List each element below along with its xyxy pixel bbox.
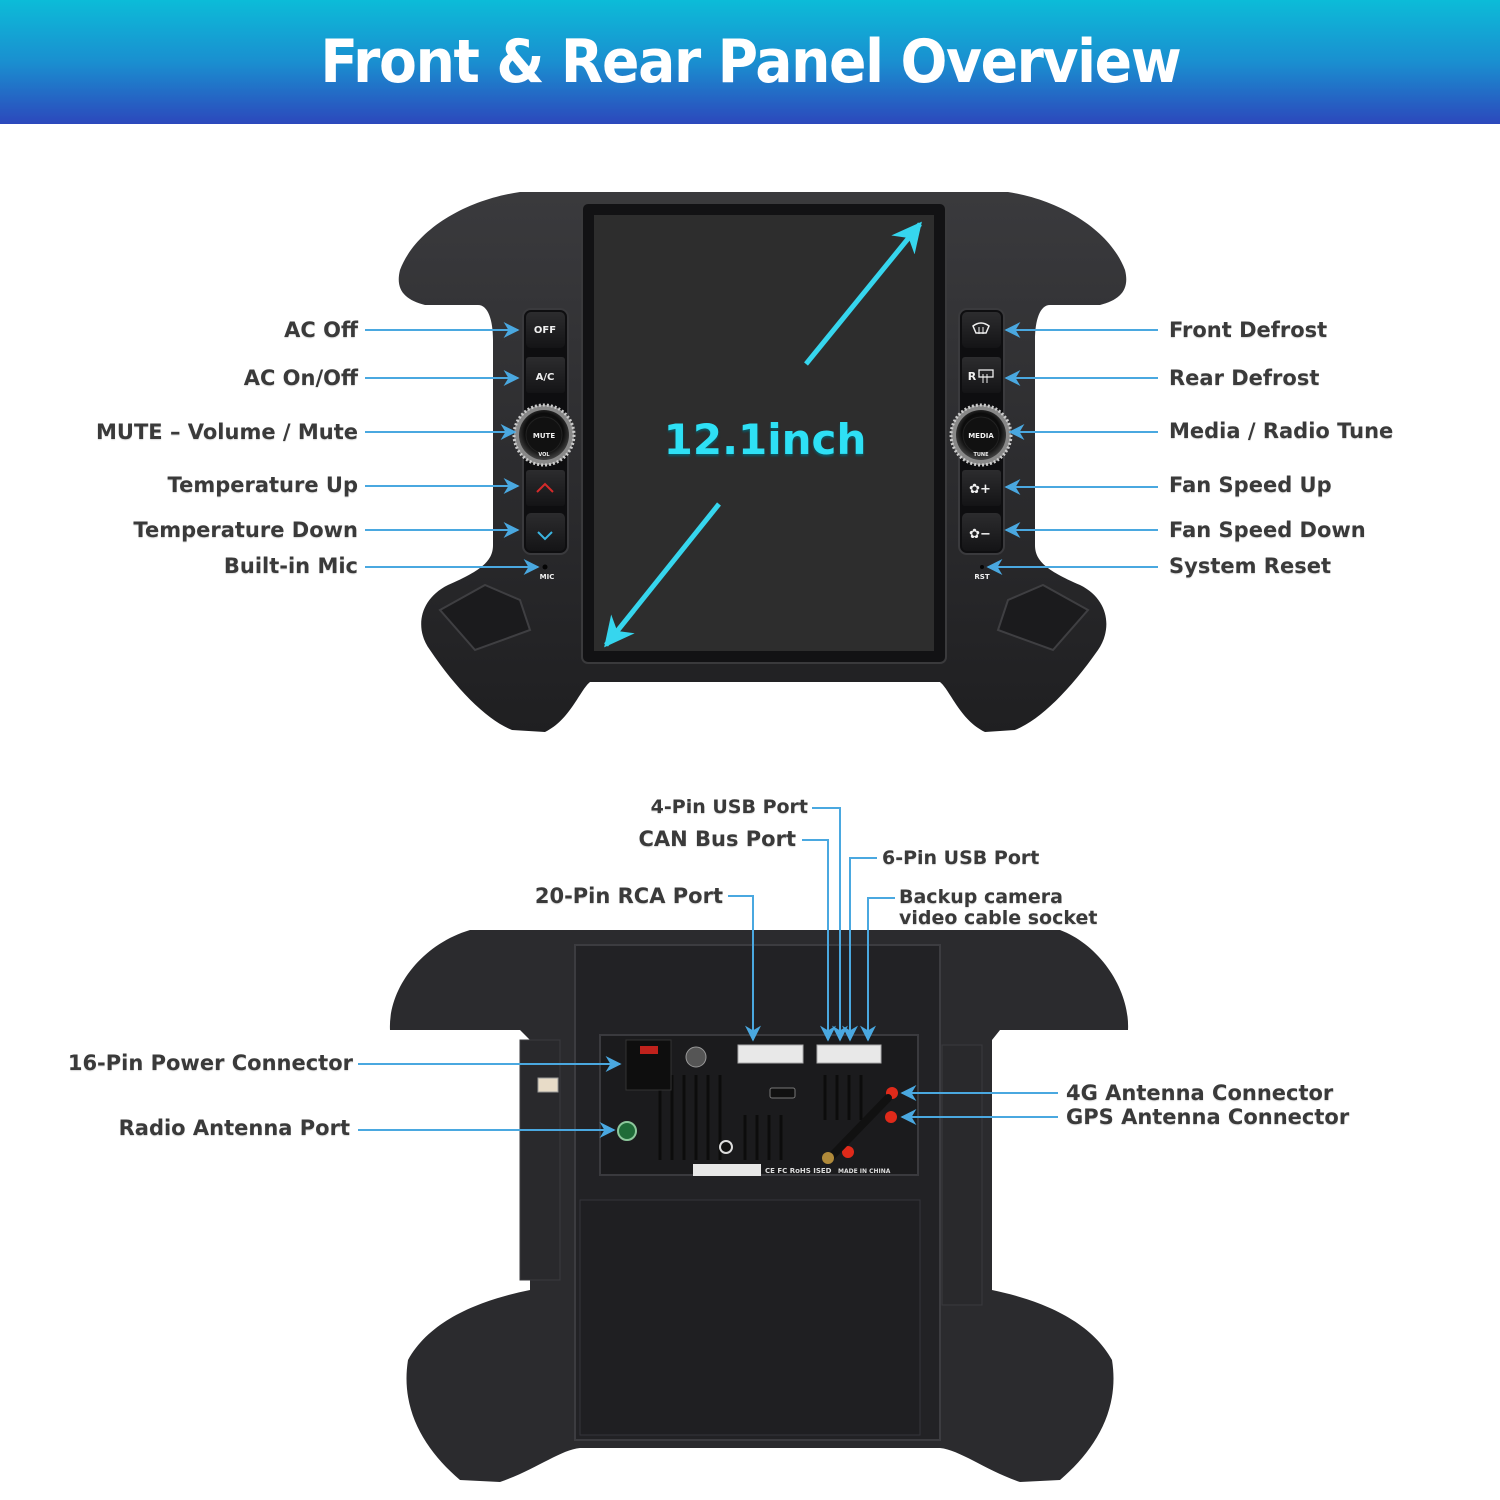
label-4g-antenna: 4G Antenna Connector bbox=[1066, 1081, 1334, 1105]
label-temperature-up: Temperature Up bbox=[167, 473, 358, 497]
svg-text:MUTE: MUTE bbox=[533, 432, 555, 440]
power-connector bbox=[625, 1039, 672, 1091]
screen-size-label: 12.1inch bbox=[663, 415, 867, 464]
svg-text:A/C: A/C bbox=[536, 372, 555, 383]
label-4pin-usb: 4-Pin USB Port bbox=[650, 796, 808, 818]
4g-antenna-connector bbox=[886, 1087, 898, 1099]
label-fan-speed-down: Fan Speed Down bbox=[1169, 518, 1366, 542]
page-title: Front & Rear Panel Overview bbox=[320, 27, 1181, 97]
label-system-reset: System Reset bbox=[1169, 554, 1331, 578]
rear-housing bbox=[389, 930, 1129, 1482]
label-temperature-down: Temperature Down bbox=[133, 518, 358, 542]
label-backup-camera-1: Backup camera bbox=[899, 886, 1063, 908]
svg-text:CE FC RoHS ISED: CE FC RoHS ISED bbox=[765, 1167, 832, 1175]
gps-antenna-connector bbox=[885, 1111, 897, 1123]
svg-text:TUNE: TUNE bbox=[973, 452, 989, 458]
label-fan-speed-up: Fan Speed Up bbox=[1169, 473, 1332, 497]
label-media-radio-tune: Media / Radio Tune bbox=[1169, 419, 1394, 443]
label-6pin-usb: 6-Pin USB Port bbox=[882, 847, 1040, 869]
label-gps-antenna: GPS Antenna Connector bbox=[1066, 1105, 1350, 1129]
label-20pin-rca: 20-Pin RCA Port bbox=[534, 884, 723, 908]
label-ac-off: AC Off bbox=[284, 318, 358, 342]
label-mute-volume: MUTE – Volume / Mute bbox=[96, 420, 358, 444]
label-radio-antenna: Radio Antenna Port bbox=[118, 1116, 350, 1140]
label-front-defrost: Front Defrost bbox=[1169, 318, 1328, 342]
label-backup-camera-2: video cable socket bbox=[899, 907, 1098, 929]
rear-module bbox=[599, 1034, 919, 1176]
svg-text:MADE IN CHINA: MADE IN CHINA bbox=[838, 1168, 891, 1175]
svg-text:✿+: ✿+ bbox=[969, 482, 991, 497]
usb-can-connectors bbox=[816, 1044, 882, 1064]
label-ac-on-off: AC On/Off bbox=[243, 366, 358, 390]
label-16pin-power: 16-Pin Power Connector bbox=[67, 1051, 353, 1075]
rca-connector bbox=[737, 1044, 804, 1064]
left-button-column: OFF A/C MUTE VOL MIC bbox=[512, 308, 576, 581]
svg-text:OFF: OFF bbox=[534, 325, 556, 336]
svg-text:MIC: MIC bbox=[540, 573, 555, 581]
svg-text:MEDIA: MEDIA bbox=[968, 432, 994, 440]
radio-antenna-port bbox=[617, 1121, 637, 1141]
label-can-bus: CAN Bus Port bbox=[638, 827, 796, 851]
svg-text:R: R bbox=[968, 370, 977, 383]
svg-text:✿−: ✿− bbox=[969, 527, 991, 542]
header-banner: Front & Rear Panel Overview bbox=[0, 0, 1500, 124]
svg-text:RST: RST bbox=[974, 573, 989, 581]
label-built-in-mic: Built-in Mic bbox=[223, 554, 358, 578]
svg-text:VOL: VOL bbox=[538, 452, 550, 458]
label-rear-defrost: Rear Defrost bbox=[1169, 366, 1320, 390]
right-button-column: R MEDIA TUNE ✿+ ✿− RST bbox=[949, 308, 1013, 581]
